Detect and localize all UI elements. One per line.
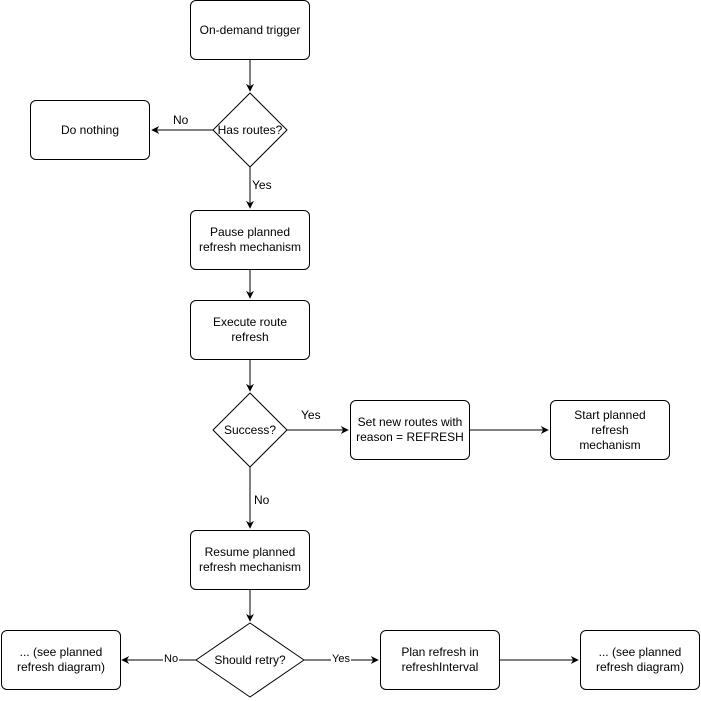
should-retry-no-label: No — [163, 652, 180, 666]
has-routes-label: Has routes? — [217, 122, 283, 137]
start-planned-refresh-box: Start planned refresh mechanism — [550, 400, 670, 460]
has-routes-no-label: No — [172, 113, 190, 127]
set-new-routes-box: Set new routes with reason = REFRESH — [350, 400, 470, 460]
should-retry-diamond — [195, 622, 305, 698]
resume-planned-refresh-box: Resume planned refresh mechanism — [190, 530, 310, 590]
on-demand-trigger-box: On-demand trigger — [190, 0, 310, 60]
plan-refresh-box: Plan refresh in refreshInterval — [380, 630, 500, 690]
success-label: Success? — [223, 422, 277, 437]
execute-route-refresh-box: Execute route refresh — [190, 300, 310, 360]
has-routes-yes-label: Yes — [251, 178, 273, 192]
should-retry-label: Should retry? — [214, 652, 286, 667]
see-planned-refresh-left-box: ... (see planned refresh diagram) — [1, 630, 121, 690]
success-yes-label: Yes — [300, 408, 322, 422]
see-planned-refresh-right-box: ... (see planned refresh diagram) — [580, 630, 700, 690]
should-retry-yes-label: Yes — [331, 652, 351, 666]
do-nothing-box: Do nothing — [30, 100, 150, 160]
success-no-label: No — [253, 493, 271, 507]
pause-planned-refresh-box: Pause planned refresh mechanism — [190, 210, 310, 270]
